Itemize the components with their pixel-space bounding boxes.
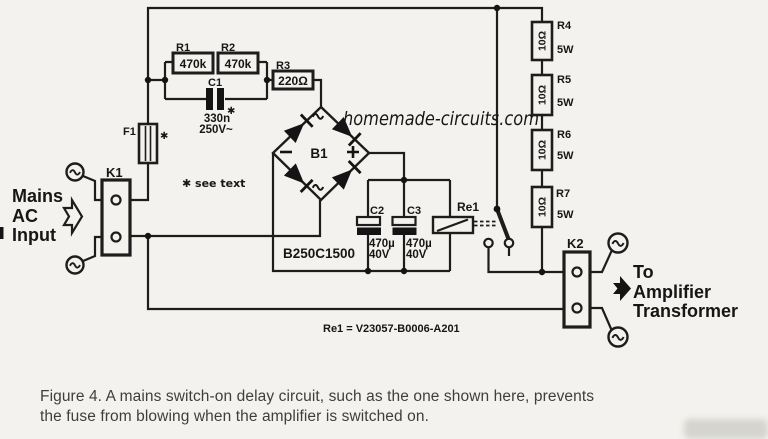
capacitor-c1 [206, 88, 224, 110]
output-label-line2: Amplifier [633, 282, 711, 302]
junction-dots [144, 4, 546, 276]
f1-label: F1 [123, 126, 136, 138]
ac-source-icon [607, 326, 629, 348]
c1-note-star: ✱ [227, 106, 235, 117]
r4-label: R4 [557, 20, 572, 32]
ac-source-icon [607, 232, 629, 254]
see-text-note: ✱ see text [182, 177, 245, 190]
r6-label: R6 [557, 129, 571, 141]
r3-value: 220Ω [278, 74, 308, 88]
connector-k2 [562, 250, 592, 329]
r4-value: 10Ω [537, 31, 549, 51]
mains-label-line1: Mains [12, 186, 63, 206]
capacitor-c2 [355, 215, 382, 235]
resistor-r5 [530, 73, 554, 117]
diode-icon [283, 113, 362, 193]
r5-label: R5 [557, 74, 571, 86]
r7-power: 5W [557, 209, 574, 221]
ac-source-icon [65, 162, 85, 182]
figure-caption: Figure 4. A mains switch-on delay circui… [40, 387, 700, 427]
c2-label: C2 [370, 205, 384, 217]
c3-rating: 40V [406, 249, 427, 261]
mains-label-line2: AC [12, 206, 38, 226]
mains-label-line3: Input [12, 225, 56, 245]
terminal [110, 194, 122, 206]
c1-value: 330n [204, 113, 230, 125]
r1-label: R1 [176, 42, 190, 54]
terminal [110, 231, 122, 243]
figure-caption-line1: Figure 4. A mains switch-on delay circui… [40, 388, 595, 405]
switch-pivot [493, 205, 501, 213]
ac-source-icon [65, 255, 85, 275]
b1-part-number: B250C1500 [283, 246, 355, 261]
re1-label: Re1 [457, 200, 479, 214]
r6-value: 10Ω [537, 140, 549, 160]
c3-label: C3 [407, 205, 421, 217]
r4-power: 5W [557, 44, 574, 56]
relay-part-note: Re1 = V23057-B0006-A201 [323, 323, 460, 335]
mains-input-arrow-icon [62, 196, 84, 237]
plus-icon [347, 146, 359, 158]
scan-smudge [684, 419, 768, 439]
connector-k1 [100, 178, 132, 257]
output-label-line1: To [633, 262, 654, 282]
watermark-text: homemade-circuits.com [343, 108, 539, 130]
output-arrow-icon [613, 276, 631, 301]
junction-dot [144, 76, 152, 84]
junction-dot [364, 267, 372, 275]
r5-power: 5W [557, 97, 574, 109]
live-wire [130, 6, 544, 272]
r7-label: R7 [556, 188, 570, 200]
ac-tilde-icon [311, 113, 325, 120]
junction-dot [400, 267, 408, 275]
r1-value: 470k [180, 57, 207, 71]
ac-tilde-icon [311, 184, 325, 191]
junction-dot [538, 268, 546, 276]
resistor-r6 [530, 128, 554, 172]
b1-label: B1 [310, 146, 328, 161]
terminal [571, 302, 583, 314]
switch-blade [495, 207, 511, 241]
junction-dot [400, 176, 408, 184]
terminal [571, 266, 583, 278]
fuse-f1 [137, 122, 159, 165]
c2-rating: 40V [369, 249, 390, 261]
k1-label: K1 [106, 165, 123, 180]
resistor-r1 [171, 51, 215, 75]
f1-note-star: ✱ [160, 131, 168, 142]
r7-value: 10Ω [537, 197, 549, 217]
ac-sources [65, 162, 629, 348]
scan-artifact [0, 227, 4, 239]
junction-dot [144, 232, 152, 240]
figure-caption-line2: the fuse from blowing when the amplifier… [40, 408, 429, 425]
r2-value: 470k [225, 57, 252, 71]
dc-and-neutral-wire [82, 151, 614, 332]
switch-terminal [503, 237, 515, 249]
junction-dot [161, 76, 169, 84]
r6-power: 5W [557, 150, 574, 162]
capacitor-c3 [391, 215, 417, 235]
r5-value: 10Ω [537, 85, 549, 105]
junction-dot [493, 4, 501, 12]
resistor-r4 [530, 20, 554, 62]
relay-coil-re1 [431, 215, 475, 235]
output-label-line3: Transformer [633, 301, 738, 321]
c1-rating: 250V~ [199, 124, 233, 136]
resistor-r7 [530, 185, 554, 229]
circuit-schematic: homemade-circuits.com [0, 4, 738, 348]
c2-value: 470µ [369, 238, 395, 250]
c1-label: C1 [208, 77, 222, 89]
k2-label: K2 [567, 236, 584, 251]
resistor-r2 [216, 51, 260, 75]
c3-value: 470µ [406, 238, 432, 250]
relay-mechanical-link [474, 220, 496, 227]
r2-label: R2 [221, 42, 235, 54]
relay-contact-switch [483, 205, 515, 249]
switch-terminal [483, 237, 494, 249]
bridge-rectifier-b1 [271, 105, 371, 202]
resistor-r3 [271, 69, 315, 91]
r3-label: R3 [276, 60, 290, 72]
junction-dot [263, 76, 271, 84]
